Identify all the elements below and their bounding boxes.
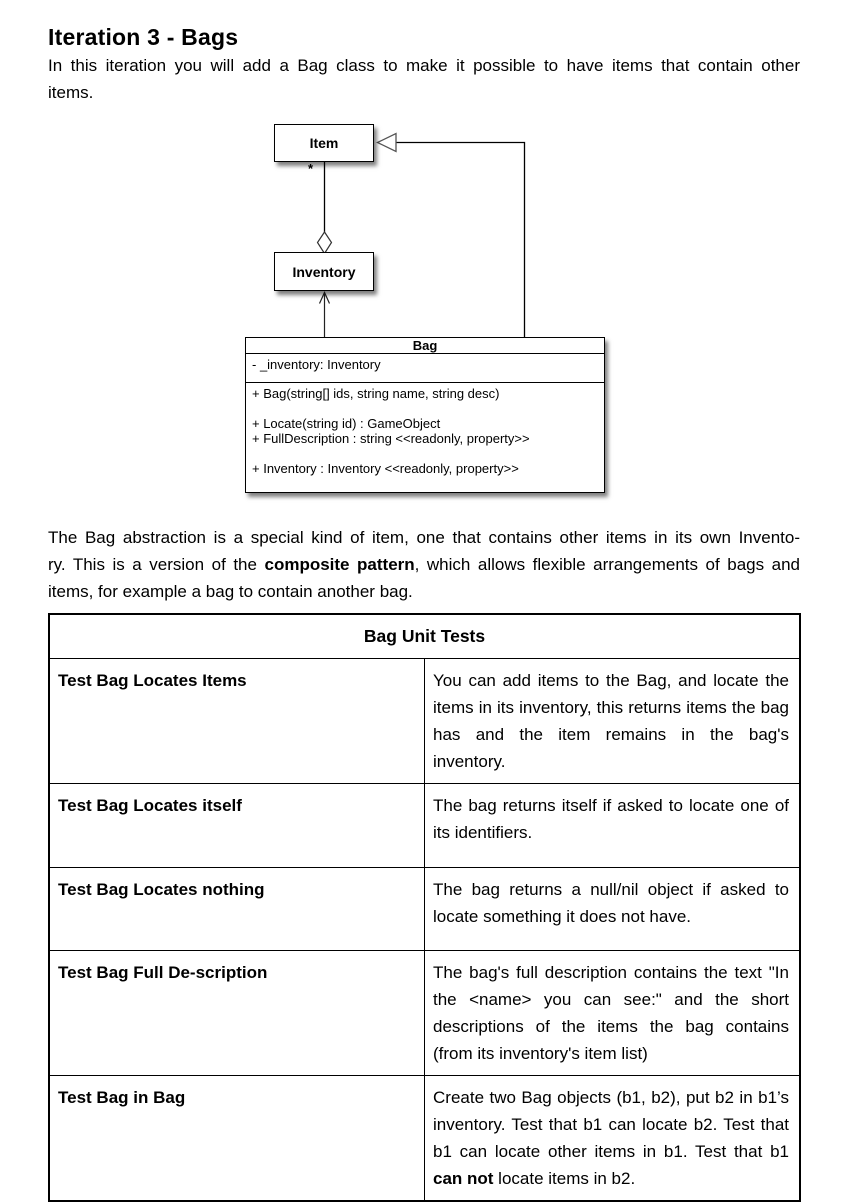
test-name-cell: Test Bag Locates itself xyxy=(48,783,425,868)
table-row: Test Bag Locates nothing The bag returns… xyxy=(48,867,801,951)
test-desc-cell: You can add items to the Bag, and locate… xyxy=(424,658,801,784)
bag-class-box: Bag - _inventory: Inventory + Bag(string… xyxy=(245,337,605,493)
body-paragraph: The Bag abstraction is a special kind of… xyxy=(48,524,800,605)
table-row: Test Bag Full De-scription The bag's ful… xyxy=(48,950,801,1076)
table-row: Test Bag Locates itself The bag returns … xyxy=(48,783,801,868)
navigability-arrow-icon xyxy=(318,291,331,304)
unit-tests-table: Bag Unit Tests Test Bag Locates Items Yo… xyxy=(48,613,801,1202)
bag-operation: + Locate(string id) : GameObject xyxy=(252,416,441,431)
table-row: Test Bag in Bag Create two Bag objects (… xyxy=(48,1075,801,1202)
body-line: items, for example a bag to contain anot… xyxy=(48,582,413,601)
test-name-cell: Test Bag Locates nothing xyxy=(48,867,425,951)
inventory-class-box: Inventory xyxy=(274,252,374,291)
item-class-box: Item xyxy=(274,124,374,162)
intro-line: items. xyxy=(48,83,94,102)
test-name-cell: Test Bag Full De-scription xyxy=(48,950,425,1076)
multiplicity-label: * xyxy=(308,161,314,176)
test-name-cell: Test Bag in Bag xyxy=(48,1075,425,1202)
aggregation-diamond-icon xyxy=(316,230,333,255)
generalization-line xyxy=(396,141,526,337)
item-class-name: Item xyxy=(309,135,339,151)
table-header-row: Bag Unit Tests xyxy=(48,613,801,659)
table-title: Bag Unit Tests xyxy=(48,613,801,659)
test-name-cell: Test Bag Locates Items xyxy=(48,658,425,784)
inventory-class-name: Inventory xyxy=(292,263,356,280)
page-title: Iteration 3 - Bags xyxy=(48,24,239,51)
generalization-triangle-icon xyxy=(376,132,397,153)
test-desc-cell: The bag returns a null/nil object if ask… xyxy=(424,867,801,951)
test-desc-cell: Create two Bag objects (b1, b2), put b2 … xyxy=(424,1075,801,1202)
intro-paragraph: In this iteration you will add a Bag cla… xyxy=(48,52,800,106)
bag-class-name: Bag xyxy=(246,338,604,354)
intro-line: In this iteration you will add a Bag cla… xyxy=(48,56,800,75)
document-page: { "page": { "title": "Iteration 3 - Bags… xyxy=(48,24,801,1202)
test-desc-cell: The bag returns itself if asked to locat… xyxy=(424,783,801,868)
body-line: The Bag abstraction is a special kind of… xyxy=(48,528,800,547)
bag-operation-spacer xyxy=(252,446,600,461)
bag-operation: + FullDescription : string <<readonly, p… xyxy=(252,431,530,446)
bag-operation: + Inventory : Inventory <<readonly, prop… xyxy=(252,461,519,476)
bag-operation: + Bag(string[] ids, string name, string … xyxy=(252,386,500,401)
bag-operation-spacer xyxy=(252,401,600,416)
bag-attribute: - _inventory: Inventory xyxy=(246,354,604,383)
body-line: ry. This is a version of the composite p… xyxy=(48,555,800,574)
bag-operations: + Bag(string[] ids, string name, string … xyxy=(246,383,604,476)
table-row: Test Bag Locates Items You can add items… xyxy=(48,658,801,784)
test-desc-cell: The bag's full description contains the … xyxy=(424,950,801,1076)
